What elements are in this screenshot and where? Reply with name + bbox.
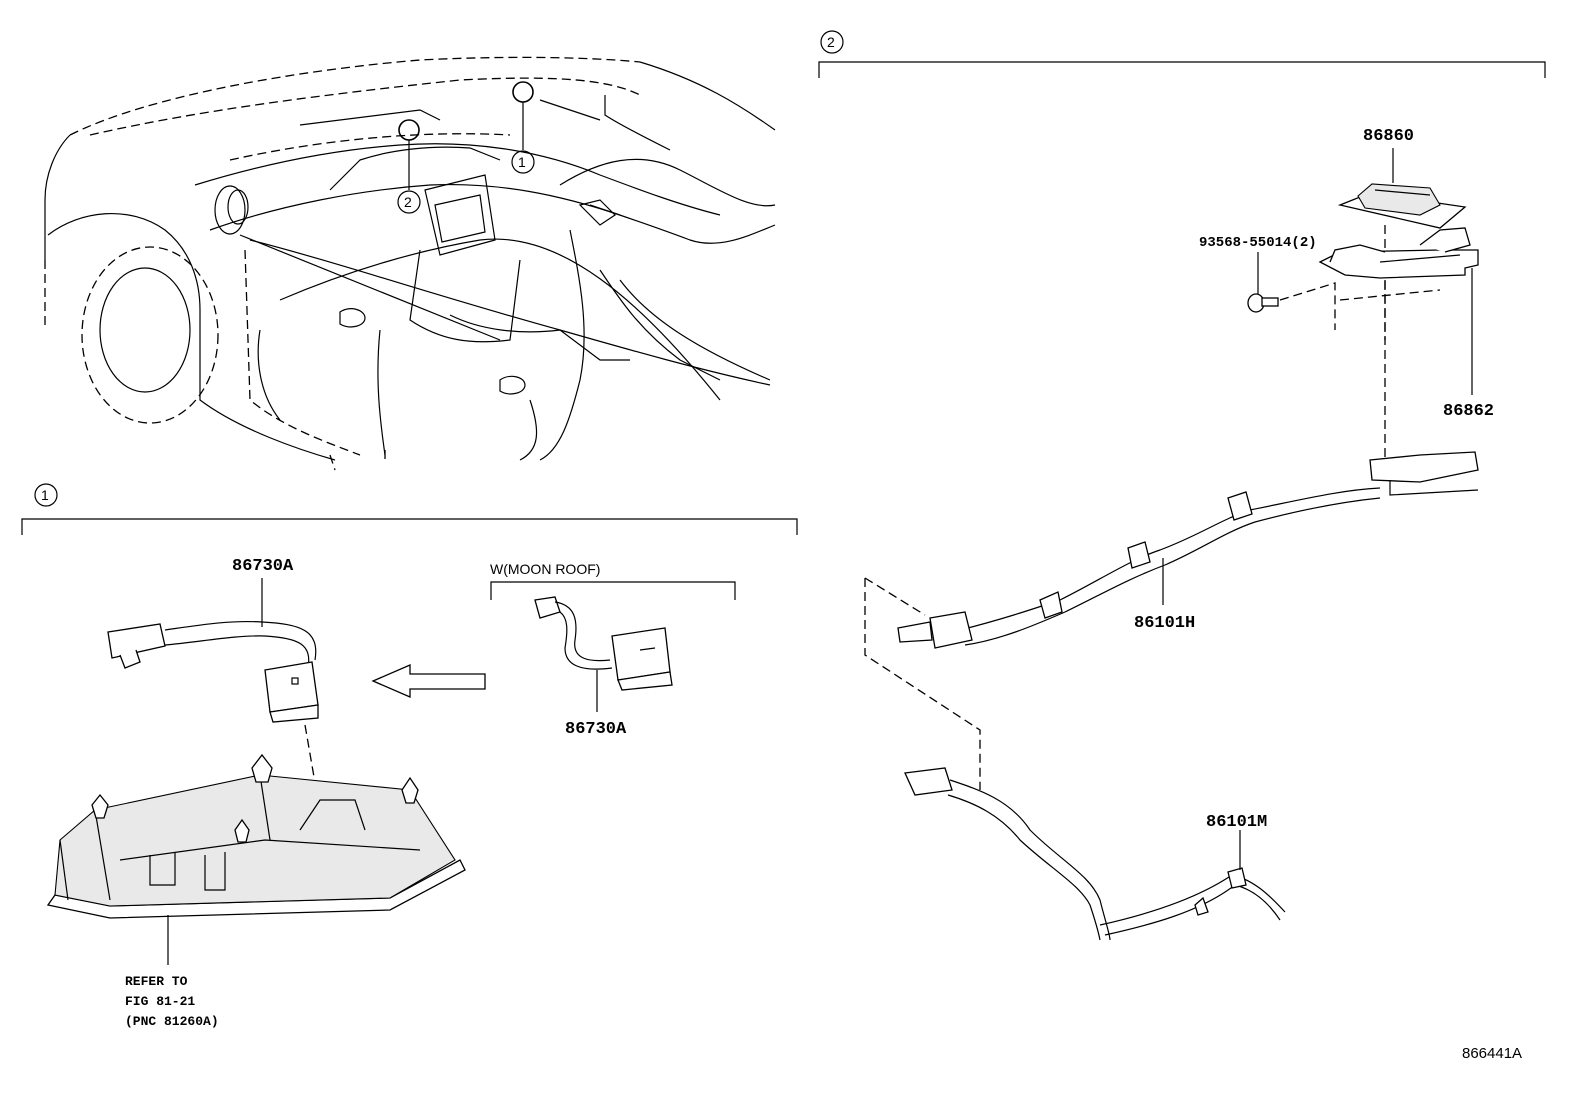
refer-to-line-3: (PNC 81260A) [125,1014,219,1029]
moonroof-title: W(MOON ROOF) [490,561,600,577]
car-interior-illustration: 2 1 [44,56,776,471]
car-callout-1: 1 [518,154,526,170]
part-label-86101H: 86101H [1134,614,1195,633]
harness-86101H [897,451,1479,649]
callout-1-location-marker [512,81,534,103]
bracket-86862 [1318,227,1479,279]
car-callout-2: 2 [404,194,412,210]
part-label-86101M: 86101M [1206,813,1267,832]
arrow-left-icon [371,664,486,698]
harness-86730A [107,620,319,723]
callout-2-location-marker [398,119,420,141]
part-label-86730A-moonroof: 86730A [565,720,627,739]
section-1-marker: 1 [41,487,49,503]
diagram-id: 866441A [1462,1045,1522,1062]
section-2-bracket [818,61,1546,78]
section-2: 2 86860 93568-55014(2) 86862 [818,30,1546,941]
section-2-marker: 2 [827,34,835,50]
refer-to-line-1: REFER TO [125,974,188,989]
screw-93568 [1247,293,1279,313]
overhead-console [46,753,466,919]
refer-to-line-2: FIG 81-21 [125,994,195,1009]
section-1: 1 86730A W(MOON ROOF) 86730A [21,483,798,1029]
part-label-86862: 86862 [1443,402,1494,421]
section-1-bracket [21,518,798,535]
part-label-screw: 93568-55014(2) [1199,235,1317,251]
harness-86101M [904,767,1286,941]
module-86860 [1337,183,1467,229]
part-label-86730A: 86730A [232,557,294,576]
moonroof-bracket [490,581,736,600]
harness-86730A-moonroof [534,596,673,691]
part-label-86860: 86860 [1363,127,1414,146]
